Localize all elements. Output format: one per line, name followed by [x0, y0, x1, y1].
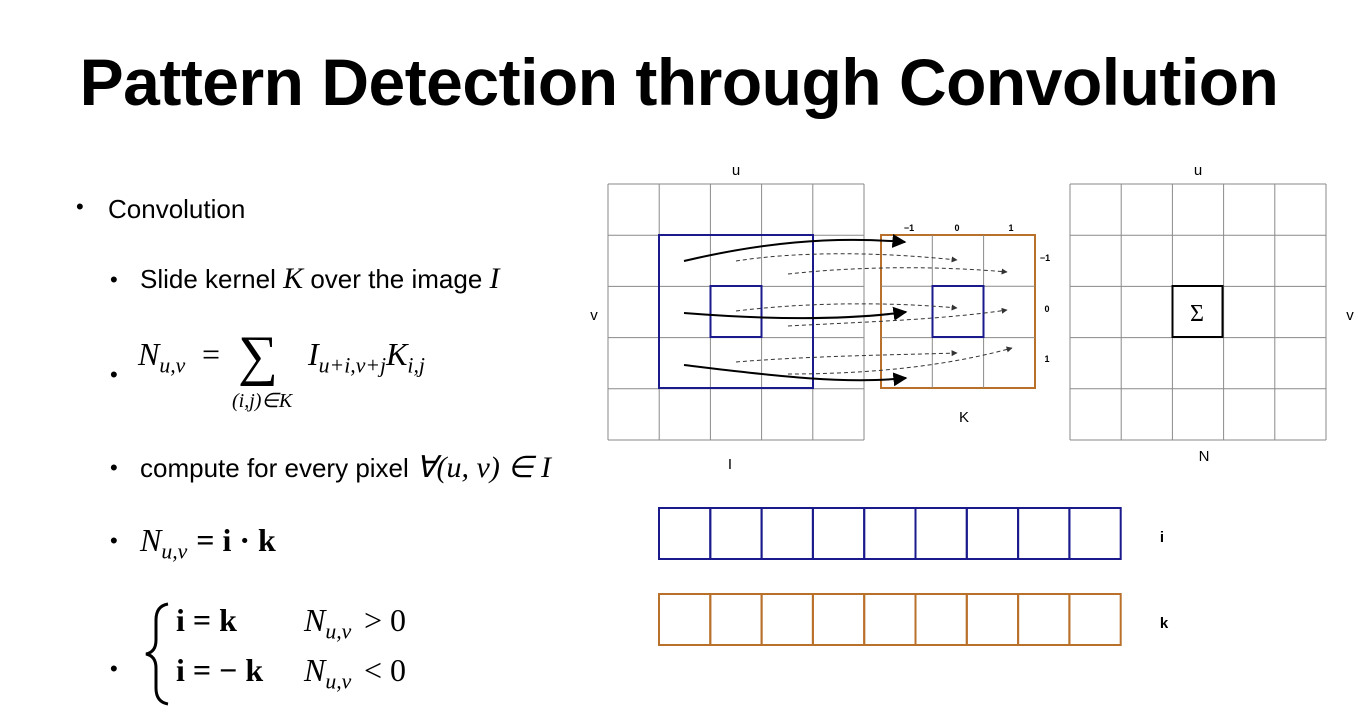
output-grid	[1069, 183, 1327, 441]
for-all-pixels-math: ∀(u, v) ∈ I	[416, 451, 551, 484]
formula-rhs: Iu+i,v+jKi,j	[308, 336, 425, 379]
vector-i-cell	[914, 507, 968, 560]
bullet-convolution: Convolution	[108, 194, 246, 224]
output-v-label: v	[1346, 307, 1354, 324]
vector-i-cell	[811, 507, 866, 560]
image-window-box	[658, 234, 814, 389]
cases-brace	[145, 602, 169, 706]
kernel-center-box	[931, 285, 985, 338]
kernel-label: K	[959, 409, 969, 426]
formula-lhs-n: N	[138, 336, 160, 372]
bullet-slide-kernel-mid: over the image	[303, 264, 490, 294]
output-label: N	[1199, 448, 1210, 465]
formula-image-sub: u+i,v+j	[318, 353, 387, 378]
vector-k-cell	[1017, 593, 1071, 646]
dot-product-n: N	[140, 522, 162, 558]
formula-image-term: I	[308, 336, 319, 372]
slide-title: Pattern Detection through Convolution	[79, 45, 1279, 119]
case1-lhs: i = k	[176, 602, 237, 638]
bullet-dot: •	[110, 455, 118, 480]
vector-k-cell	[760, 593, 814, 646]
sum-symbol: ∑	[238, 325, 278, 387]
vector-k	[658, 593, 1122, 646]
case2-n-letter: N	[304, 652, 326, 688]
case1-n-letter: N	[304, 602, 326, 638]
vector-i-cell	[1068, 507, 1122, 560]
vector-i-cell	[863, 507, 917, 560]
vector-k-cell	[965, 593, 1020, 646]
image-v-label: v	[590, 307, 598, 324]
arrow-row-middle	[683, 306, 908, 321]
case1-rhs: > 0	[364, 602, 407, 638]
vector-k-cell	[914, 593, 968, 646]
output-pixel-box	[1171, 285, 1224, 338]
case2-n-sub: u,v	[325, 669, 352, 694]
vector-i-cell	[658, 507, 712, 560]
image-u-label: u	[732, 162, 740, 179]
case1-n: Nu,v	[304, 602, 351, 645]
vector-i	[658, 507, 1122, 560]
sum-index: (i,j)∈K	[232, 390, 293, 412]
case2-lhs: i = − k	[176, 652, 264, 688]
vector-i-cell	[965, 507, 1020, 560]
bullet-dot: •	[110, 528, 118, 553]
output-u-label: u	[1194, 162, 1202, 179]
vector-i-cell	[760, 507, 814, 560]
bullet-every-pixel: compute for every pixel ∀(u, v) ∈ I	[140, 453, 551, 483]
kernel-col-index: 0	[954, 223, 959, 233]
bullet-dot: •	[110, 267, 118, 292]
arrow-dashed	[735, 350, 958, 363]
bullet-dot: •	[110, 362, 118, 387]
vector-i-cell	[709, 507, 763, 560]
vector-k-cell	[1068, 593, 1122, 646]
bullet-slide-kernel: Slide kernel K over the image I	[140, 264, 500, 294]
convolution-formula: Nu,v = ∑ (i,j)∈K Iu+i,v+jKi,j	[138, 325, 458, 420]
vector-k-cell	[709, 593, 763, 646]
kernel-col-index: −1	[904, 223, 914, 233]
vector-k-cell	[863, 593, 917, 646]
image-grid	[607, 183, 865, 441]
arrow-dashed	[735, 303, 958, 312]
dot-product-rhs: = i · k	[196, 522, 276, 558]
dot-product-lhs: Nu,v	[140, 522, 187, 564]
vector-i-cell	[1017, 507, 1071, 560]
sigma-symbol: Σ	[1190, 301, 1204, 327]
formula-lhs: Nu,v	[138, 336, 185, 379]
kernel-symbol: K	[283, 262, 304, 295]
arrow-row-bottom	[683, 364, 908, 387]
cases-formula: i = k Nu,v > 0 i = − k Nu,v < 0	[142, 600, 442, 710]
kernel-row-index: −1	[1040, 253, 1050, 263]
formula-kernel-term: K	[386, 336, 408, 372]
case2-rhs: < 0	[364, 652, 407, 688]
kernel-row-index: 1	[1044, 354, 1049, 364]
image-label: I	[728, 456, 732, 473]
bullet-every-pixel-text: compute for every pixel	[140, 453, 417, 483]
image-symbol: I	[489, 262, 500, 295]
kernel-row-index: 0	[1044, 304, 1049, 314]
dot-product-sub: u,v	[161, 539, 188, 564]
case1-n-sub: u,v	[325, 619, 352, 644]
formula-lhs-sub: u,v	[159, 353, 186, 378]
formula-kernel-sub: i,j	[407, 353, 425, 378]
kernel-col-index: 1	[1008, 223, 1013, 233]
vector-k-label: k	[1160, 615, 1169, 632]
arrow-dashed	[735, 253, 958, 263]
vector-k-cell	[658, 593, 712, 646]
bullet-slide-kernel-text: Slide kernel	[140, 264, 284, 294]
case2-n: Nu,v	[304, 652, 351, 695]
bullet-dot: •	[76, 194, 84, 219]
vector-i-label: i	[1160, 529, 1164, 546]
arrow-dashed	[787, 346, 1013, 375]
dot-product-formula: Nu,v = i · k	[140, 522, 276, 565]
formula-equals: =	[202, 336, 221, 372]
image-center-pixel-box	[709, 285, 763, 338]
vector-k-cell	[811, 593, 866, 646]
bullet-dot: •	[110, 656, 118, 681]
arrow-row-top	[683, 234, 907, 262]
